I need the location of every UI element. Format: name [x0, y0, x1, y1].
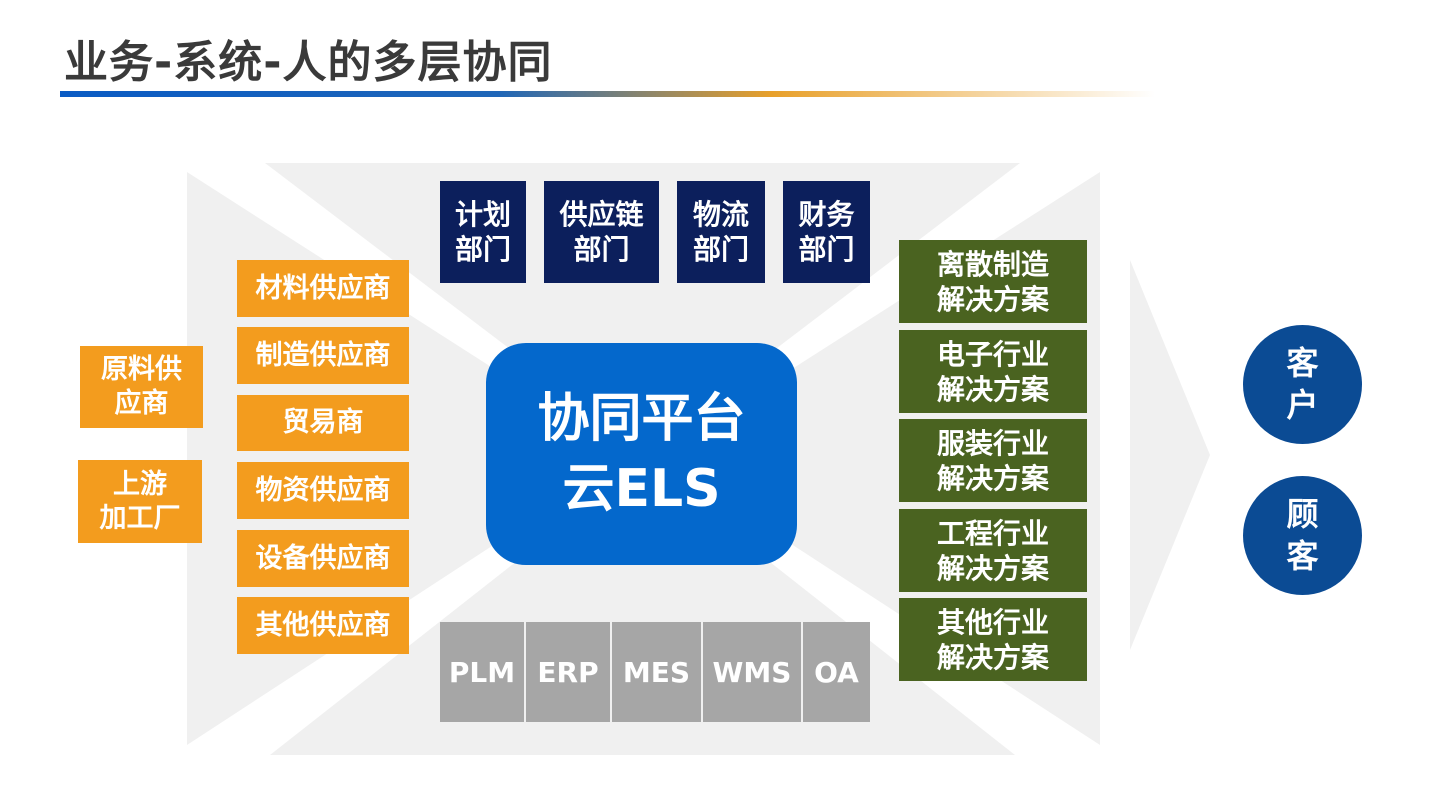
upstream-raw-material: 原料供 应商	[80, 346, 203, 428]
system-box: WMS	[703, 622, 801, 722]
supplier-box: 贸易商	[237, 395, 409, 451]
supplier-box: 材料供应商	[237, 260, 409, 317]
page-title: 业务-系统-人的多层协同	[64, 37, 553, 88]
solution-box: 服装行业 解决方案	[899, 419, 1087, 502]
upstream-processing: 上游 加工厂	[78, 460, 202, 543]
consumer-circle: 顾 客	[1243, 476, 1362, 595]
supplier-box: 物资供应商	[237, 462, 409, 519]
system-box: ERP	[526, 622, 610, 722]
solution-box: 工程行业 解决方案	[899, 509, 1087, 592]
supplier-box: 其他供应商	[237, 597, 409, 654]
department-box: 供应链 部门	[544, 181, 659, 283]
title-underline	[60, 91, 1155, 97]
customer-circle: 客 户	[1243, 325, 1362, 444]
system-box: PLM	[440, 622, 524, 722]
collaboration-platform: 协同平台 云ELS	[486, 343, 797, 565]
arrow-chevron	[1130, 260, 1210, 650]
supplier-box: 制造供应商	[237, 327, 409, 384]
solution-box: 离散制造 解决方案	[899, 240, 1087, 323]
solution-box: 其他行业 解决方案	[899, 598, 1087, 681]
system-box: OA	[803, 622, 870, 722]
department-box: 计划 部门	[440, 181, 526, 283]
department-box: 财务 部门	[783, 181, 870, 283]
solution-box: 电子行业 解决方案	[899, 330, 1087, 413]
supplier-box: 设备供应商	[237, 530, 409, 587]
system-box: MES	[612, 622, 701, 722]
department-box: 物流 部门	[677, 181, 765, 283]
